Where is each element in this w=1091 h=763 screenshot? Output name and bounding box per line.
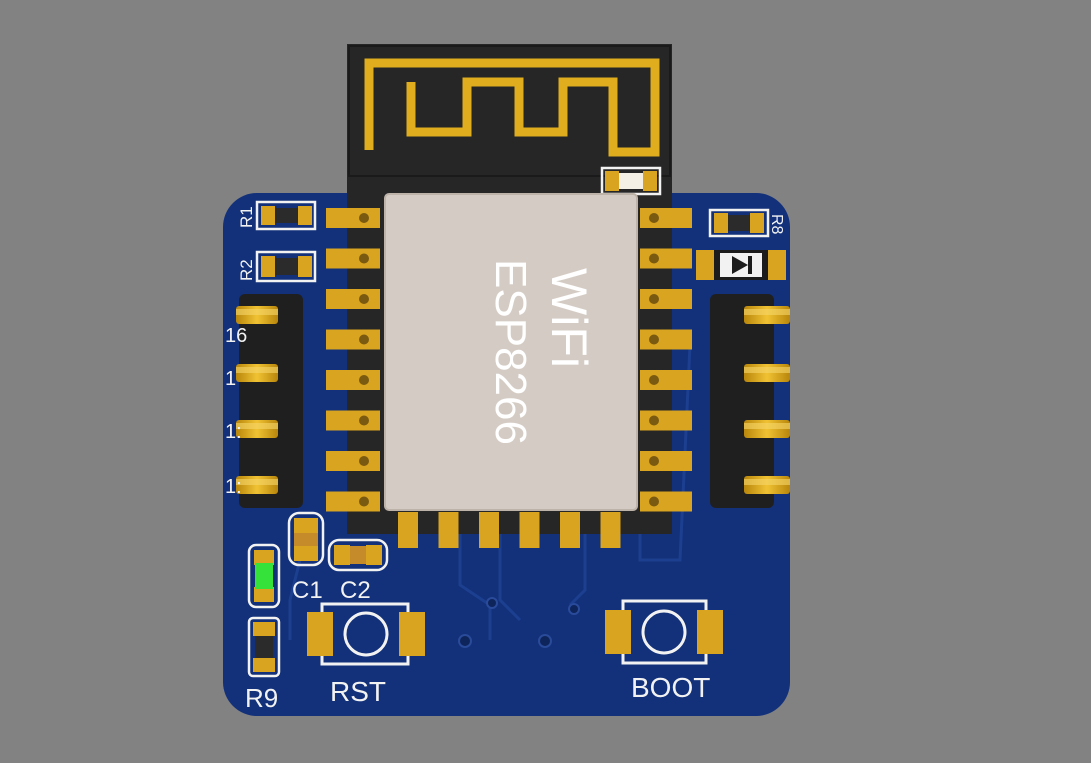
module-pad-bottom xyxy=(519,512,540,548)
header-pin-highlight xyxy=(236,479,278,485)
silk-r1: R1 xyxy=(237,206,256,228)
module-pad-right xyxy=(640,289,692,309)
module-pad-right xyxy=(640,329,692,350)
antenna-outline xyxy=(348,45,671,177)
module-pad-left xyxy=(326,289,380,309)
module-pad-right xyxy=(640,208,692,228)
module-pad-hole xyxy=(359,334,369,345)
module-pad-bottom xyxy=(560,512,580,548)
silk-boot: BOOT xyxy=(631,672,710,703)
module-right-pads xyxy=(640,208,692,512)
silk-c2: C2 xyxy=(340,577,371,604)
header-pin-label-1: 16 xyxy=(225,325,247,347)
resistor-r9 xyxy=(247,616,281,678)
header-pin-label-3: 1: xyxy=(225,421,242,443)
module-pad-hole xyxy=(359,253,369,264)
module-pad-hole xyxy=(649,456,659,466)
header-pin-label-4: 1: xyxy=(225,476,242,498)
module-pad-bottom xyxy=(600,512,621,548)
header-pin-highlight xyxy=(236,423,278,429)
vias xyxy=(458,597,580,648)
module-pad-hole xyxy=(649,253,659,264)
antenna-resistor-body xyxy=(619,173,643,189)
resistor-r8 xyxy=(708,208,770,238)
module-pad-left xyxy=(326,410,380,431)
diode xyxy=(696,250,786,280)
status-led xyxy=(247,543,281,609)
module-bottom-pads xyxy=(398,512,621,548)
module-pad-hole xyxy=(359,415,369,426)
header-pin-highlight xyxy=(744,479,790,485)
left-pin-header-body xyxy=(239,294,303,508)
module-pad-hole xyxy=(359,375,369,385)
module-pad-bottom xyxy=(398,512,418,548)
module-pad-bottom xyxy=(479,512,499,548)
silk-r2: R2 xyxy=(237,259,256,281)
module-label-chip: ESP8266 xyxy=(486,259,535,445)
antenna-resistor-pad-right xyxy=(643,171,657,191)
module-pad-left xyxy=(326,248,380,269)
module-pad-hole xyxy=(359,213,369,223)
module-pad-hole xyxy=(359,294,369,304)
module-pad-hole xyxy=(359,496,369,507)
resistor-r2 xyxy=(255,250,317,283)
module-pad-right xyxy=(640,491,692,512)
module-pad-hole xyxy=(649,334,659,345)
module-pad-left xyxy=(326,208,380,228)
module-pad-left xyxy=(326,329,380,350)
silk-r9: R9 xyxy=(245,683,278,713)
left-pin-header-pins xyxy=(236,306,278,494)
module-pad-right xyxy=(640,370,692,390)
silk-rst: RST xyxy=(330,676,386,707)
header-pin-label-2: 1 xyxy=(225,368,236,390)
module-pad-right xyxy=(640,410,692,431)
right-pin-header-pins xyxy=(744,306,790,494)
module-pad-hole xyxy=(649,496,659,507)
module-pad-hole xyxy=(649,375,659,385)
module-pad-left xyxy=(326,370,380,390)
reset-button[interactable] xyxy=(307,602,425,666)
header-pin-highlight xyxy=(744,367,790,373)
capacitor-c2 xyxy=(327,538,389,572)
header-pin-highlight xyxy=(236,309,278,315)
module-pad-hole xyxy=(359,456,369,466)
module-pad-right xyxy=(640,451,692,471)
module-pad-hole xyxy=(649,213,659,223)
boot-button[interactable] xyxy=(605,599,723,665)
module-pad-hole xyxy=(649,294,659,304)
resistor-r1 xyxy=(255,200,317,231)
capacitor-c1 xyxy=(287,511,325,567)
header-pin-highlight xyxy=(744,423,790,429)
right-pin-header-body xyxy=(710,294,774,508)
module-pad-left xyxy=(326,491,380,512)
module-pad-hole xyxy=(649,415,659,426)
silk-c1: C1 xyxy=(292,577,323,604)
module-pad-left xyxy=(326,451,380,471)
module-left-pads xyxy=(326,208,380,512)
module-label-wifi: WiFi xyxy=(541,268,597,368)
pcb-antenna-trace xyxy=(364,58,660,157)
header-pin-highlight xyxy=(236,367,278,373)
silk-r8: R8 xyxy=(768,214,785,235)
header-pin-highlight xyxy=(744,309,790,315)
antenna-resistor-pad-left xyxy=(605,171,619,191)
module-pad-right xyxy=(640,248,692,269)
module-pad-bottom xyxy=(438,512,459,548)
module-shield xyxy=(384,193,638,511)
